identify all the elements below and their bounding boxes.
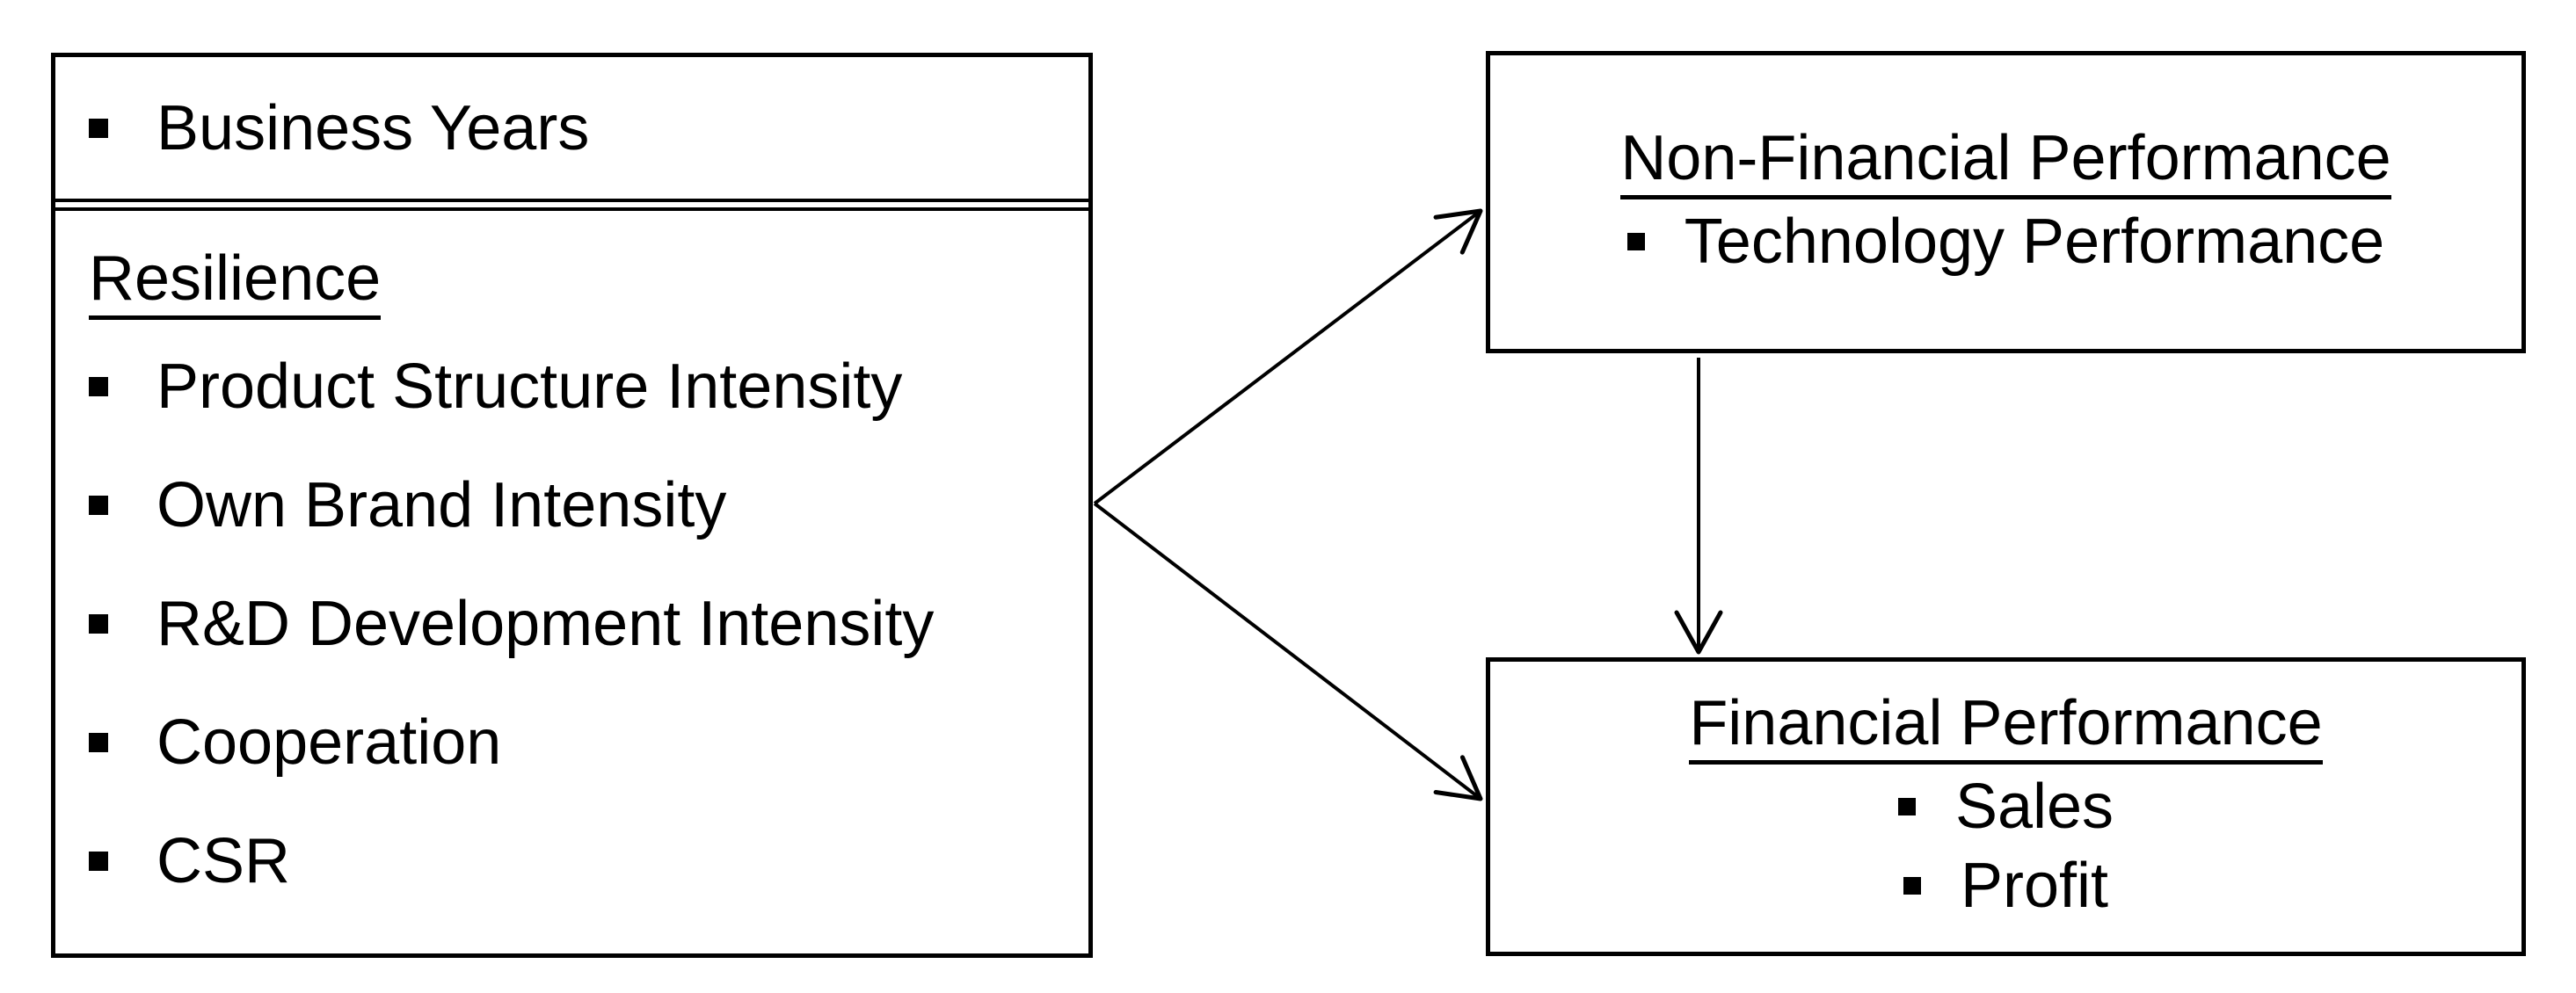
financial-heading: Financial Performance [1689,692,2323,765]
resilience-section: Resilience Product Structure Intensity O… [55,207,1088,953]
square-bullet-icon [89,495,108,515]
predictors-box: Business Years Resilience Product Struct… [51,53,1093,958]
list-item-label: Own Brand Intensity [156,469,727,540]
list-item: Own Brand Intensity [89,446,1088,564]
list-item: CSR [89,801,1088,920]
square-bullet-icon [89,732,108,752]
non-financial-performance-box: Non-Financial Performance Technology Per… [1486,51,2526,353]
square-bullet-icon [89,851,108,871]
resilience-heading: Resilience [89,247,382,320]
list-item-label: CSR [156,825,291,896]
list-item-label: Cooperation [156,707,502,778]
square-bullet-icon [1897,798,1916,815]
square-bullet-icon [1626,233,1645,250]
arrow-predictors-to-nonfinancial [1093,208,1483,505]
square-bullet-icon [1903,877,1921,895]
list-item-label: Sales [1954,772,2114,842]
list-item: Profit [1903,846,2108,925]
resilience-heading-row: Resilience [89,239,1088,327]
list-item: Product Structure Intensity [89,327,1088,446]
list-item: Technology Performance [1626,202,2385,281]
square-bullet-icon [89,118,108,138]
non-financial-heading: Non-Financial Performance [1620,127,2391,199]
financial-heading-row: Financial Performance [1689,688,2323,767]
arrow-predictors-to-financial [1093,502,1483,801]
list-item-label: Profit [1960,851,2109,921]
list-item-label: Product Structure Intensity [156,351,903,422]
business-years-section: Business Years [55,57,1088,202]
list-item-label: Business Years [156,92,590,163]
list-item: R&D Development Intensity [89,564,1088,683]
list-item: Business Years [89,69,589,187]
non-financial-heading-row: Non-Financial Performance [1620,123,2391,202]
square-bullet-icon [89,376,108,396]
list-item-label: Technology Performance [1684,207,2385,277]
list-item-label: R&D Development Intensity [156,588,935,659]
financial-performance-box: Financial Performance Sales Profit [1486,657,2526,956]
square-bullet-icon [89,613,108,634]
list-item: Cooperation [89,683,1088,801]
list-item: Sales [1897,767,2114,846]
